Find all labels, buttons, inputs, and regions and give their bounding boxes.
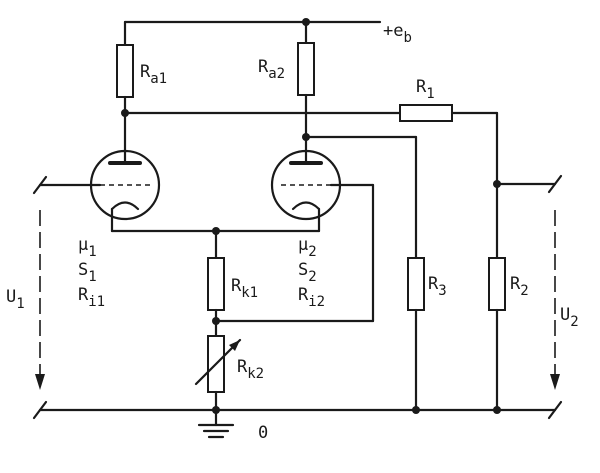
r1-branch <box>123 104 501 260</box>
label-s2: S2 <box>298 260 317 285</box>
label-u2: U2 <box>560 305 579 330</box>
rk2-branch <box>194 335 242 427</box>
resistor-r1 <box>399 104 453 122</box>
label-mu2: μ2 <box>298 235 317 260</box>
label-ri1: Ri1 <box>78 285 105 310</box>
u1-arrow <box>35 210 45 390</box>
r2-branch <box>488 257 506 414</box>
resistor-r3 <box>407 257 425 311</box>
label-r1: R1 <box>416 77 435 102</box>
label-supply: +eb <box>383 21 412 46</box>
rk1-branch <box>207 257 225 338</box>
ra1-branch <box>116 20 134 165</box>
label-r2: R2 <box>510 274 529 299</box>
supply-rail <box>123 18 382 26</box>
input-terminal <box>32 175 102 195</box>
label-rk2: Rk2 <box>237 357 264 382</box>
resistor-ra1 <box>116 44 134 98</box>
resistor-ra2 <box>297 42 315 96</box>
tube-1 <box>89 149 161 221</box>
label-s1: S1 <box>78 260 97 285</box>
output-terminal <box>495 174 563 194</box>
resistor-rk1 <box>207 257 225 311</box>
label-ground: 0 <box>258 423 268 443</box>
u2-arrow <box>550 210 560 390</box>
label-ra2: Ra2 <box>258 57 285 82</box>
ra2-branch <box>297 20 315 165</box>
label-mu1: μ1 <box>78 235 97 260</box>
label-ri2: Ri2 <box>298 285 325 310</box>
cathode-line <box>110 207 321 260</box>
label-rk1: Rk1 <box>231 276 258 301</box>
ground-rail <box>32 400 563 420</box>
ground-icon <box>197 423 235 439</box>
grid2-feedback <box>214 183 375 323</box>
tube-2 <box>270 149 342 221</box>
resistor-r2 <box>488 257 506 311</box>
r3-branch <box>304 135 425 414</box>
label-u1: U1 <box>6 287 25 312</box>
label-ra1: Ra1 <box>140 62 167 87</box>
label-r3: R3 <box>428 274 447 299</box>
